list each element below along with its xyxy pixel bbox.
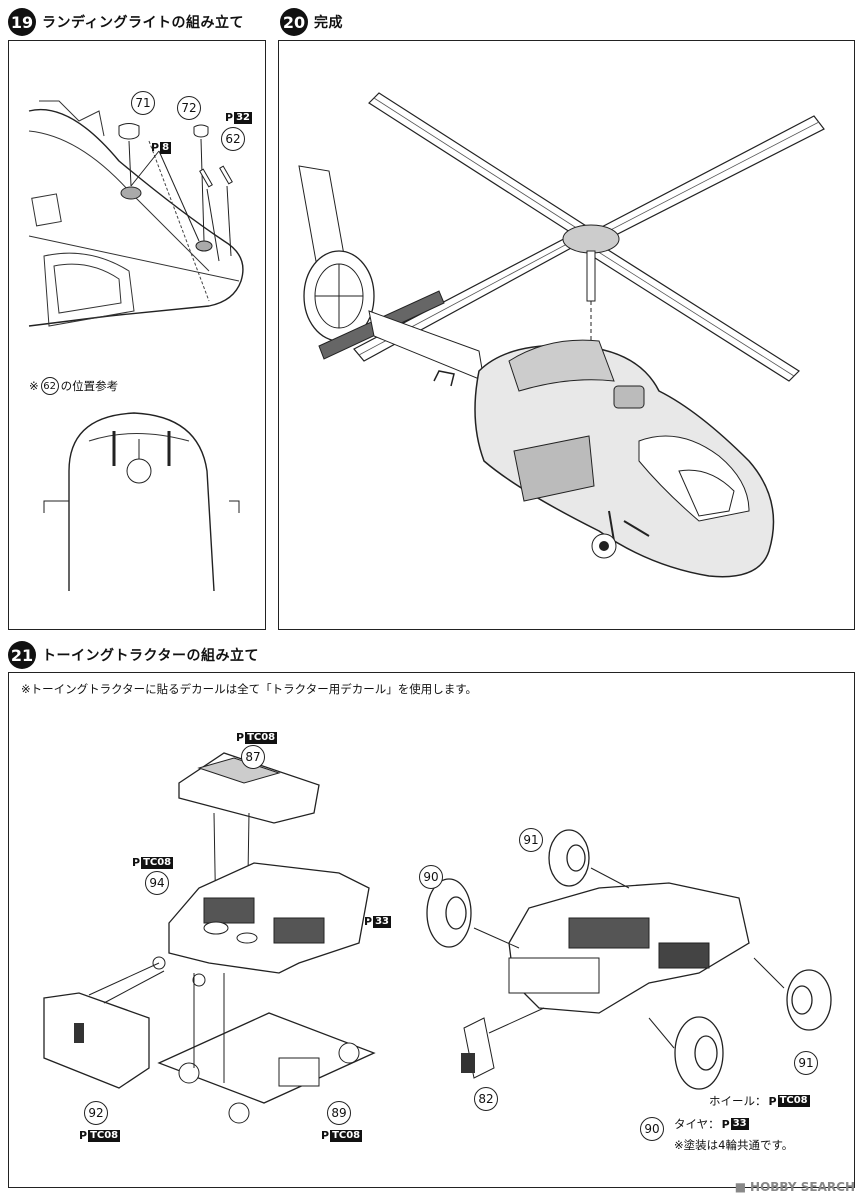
paint-code: TC08	[141, 856, 174, 869]
paint-callout: P 32	[225, 111, 252, 124]
part-number: 92	[84, 1101, 108, 1125]
decal-note: ※トーイングトラクターに貼るデカールは全て「トラクター用デカール」を使用します。	[21, 682, 478, 696]
part-number: 62	[221, 127, 245, 151]
paint-callout: P TC08	[769, 1095, 810, 1108]
position-reference-note: ※ 62 の位置参考	[29, 377, 118, 395]
part-number: 82	[474, 1087, 498, 1111]
paint-callout: P TC08	[132, 856, 174, 869]
part-number: 90	[640, 1117, 664, 1141]
paint-code: 8	[160, 141, 172, 154]
watermark-text: HOBBY SEARCH	[750, 1180, 855, 1194]
paint-prefix: P	[364, 915, 373, 928]
step-title: 完成	[314, 15, 343, 31]
part-number: 62	[40, 377, 59, 395]
step-19-header: 19 ランディングライトの組み立て	[8, 8, 244, 36]
step-title: トーイングトラクターの組み立て	[42, 648, 259, 664]
paint-callout: P 8	[151, 141, 172, 154]
step-number: 20	[280, 8, 308, 36]
logo-icon: ■	[734, 1180, 747, 1194]
paint-prefix: P	[151, 141, 160, 154]
paint-code: 33	[730, 1118, 749, 1130]
landing-light-diagram	[28, 100, 244, 592]
wheel-paint-note: ホイール： P TC08	[709, 1093, 810, 1109]
paint-prefix: P	[236, 731, 245, 744]
paint-code: 32	[234, 111, 252, 124]
paint-prefix: P	[321, 1129, 330, 1142]
tire-paint-note: タイヤ： P 33	[674, 1116, 749, 1132]
towing-tractor-diagram	[43, 752, 832, 1124]
part-number: 94	[145, 871, 169, 895]
step-20-panel	[278, 40, 855, 630]
paint-callout: P TC08	[79, 1129, 121, 1142]
paint-code: TC08	[245, 731, 278, 744]
tire-label: タイヤ：	[674, 1117, 720, 1131]
part-number: 90	[419, 865, 443, 889]
paint-prefix: P	[225, 111, 234, 124]
paint-code: TC08	[777, 1095, 810, 1107]
watermark: ■ HOBBY SEARCH	[735, 1180, 855, 1194]
step-number: 19	[8, 8, 36, 36]
step-20-header: 20 完成	[280, 8, 343, 36]
common-paint-note: ※塗装は4輪共通です。	[674, 1138, 794, 1152]
paint-callout: P 33	[722, 1118, 749, 1131]
step-19-panel: 71 72 62 P 8 P 32 ※ 62 の位置参考	[8, 40, 266, 630]
part-number: 91	[519, 828, 543, 852]
step-21-header: 21 トーイングトラクターの組み立て	[8, 641, 259, 669]
paint-code: 33	[373, 915, 391, 928]
part-number: 91	[794, 1051, 818, 1075]
paint-code: TC08	[88, 1129, 121, 1142]
part-number: 87	[241, 745, 265, 769]
paint-prefix: P	[768, 1094, 777, 1108]
wheel-label: ホイール：	[709, 1094, 767, 1108]
paint-prefix: P	[79, 1129, 88, 1142]
part-number: 71	[131, 91, 155, 115]
step-21-panel: ※トーイングトラクターに貼るデカールは全て「トラクター用デカール」を使用します。	[8, 672, 855, 1188]
paint-callout: P 33	[364, 915, 391, 928]
paint-prefix: P	[132, 856, 141, 869]
part-number: 89	[327, 1101, 351, 1125]
paint-callout: P TC08	[236, 731, 278, 744]
step-title: ランディングライトの組み立て	[42, 15, 245, 31]
note-text: の位置参考	[60, 379, 119, 393]
paint-prefix: P	[721, 1117, 730, 1131]
note-mark: ※	[29, 379, 39, 393]
completed-helicopter-diagram	[298, 92, 825, 578]
step-number: 21	[8, 641, 36, 669]
paint-callout: P TC08	[321, 1129, 363, 1142]
paint-code: TC08	[330, 1129, 363, 1142]
part-number: 72	[177, 96, 201, 120]
